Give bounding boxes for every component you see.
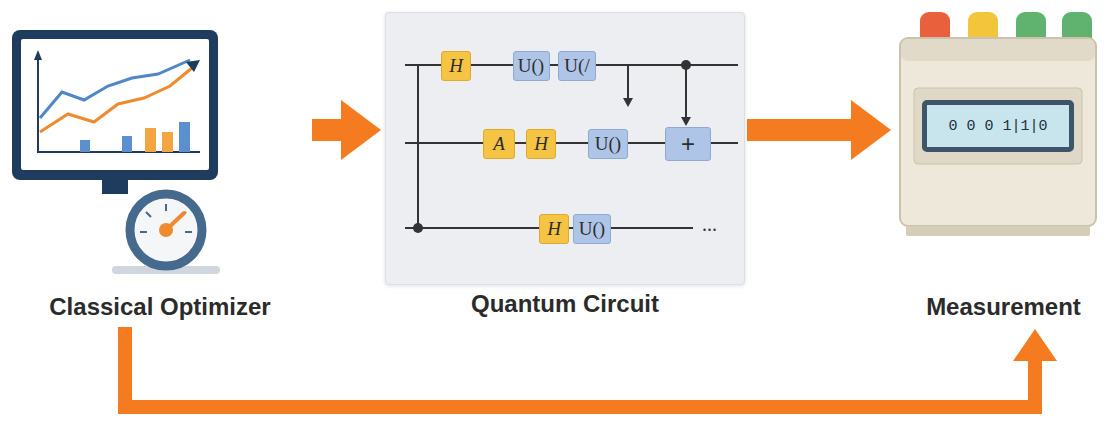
unitary-gate: U(/ — [558, 51, 596, 81]
gauge-icon — [112, 194, 220, 274]
meter-top-strip — [901, 39, 1095, 61]
arrow-shaft — [747, 119, 851, 141]
axis-arrow — [34, 50, 42, 60]
gate-label: A — [493, 134, 505, 155]
trend-arrow — [186, 60, 200, 72]
hadamard-gate: H — [441, 51, 471, 81]
chart-bar — [145, 128, 156, 152]
chart-bar — [179, 122, 190, 152]
gate-label: + — [681, 132, 695, 156]
gate-label: H — [547, 219, 561, 240]
readout-screen: 0 0 0 1|1|0 — [922, 100, 1074, 152]
continuation-dots: ... — [702, 214, 717, 234]
control-line — [685, 65, 687, 119]
flow-arrow — [312, 100, 381, 160]
readout-value: 0 0 0 1|1|0 — [948, 118, 1047, 135]
chart-axes — [38, 58, 200, 152]
meter-panel — [914, 88, 1082, 164]
gauge-hub — [159, 223, 173, 237]
monitor-screen — [21, 39, 209, 170]
arrow-shaft — [312, 119, 341, 141]
unitary-gate: U() — [573, 214, 611, 244]
meter-body — [900, 38, 1096, 226]
gauge-dial — [130, 194, 202, 266]
chart-bar — [80, 140, 90, 152]
arrow-head — [851, 100, 891, 160]
flow-arrow — [747, 100, 891, 160]
node-label: Quantum Circuit — [471, 290, 659, 322]
qubit-wire — [405, 142, 738, 144]
gate-label: U() — [579, 219, 605, 240]
monitor-icon — [12, 30, 218, 194]
hadamard-gate: H — [526, 129, 556, 159]
monitor-stand — [102, 178, 128, 194]
gate-label: H — [534, 134, 548, 155]
chart-line — [40, 68, 192, 132]
circuit-panel: HU()U(/AHU()+HU()Quantum Circuit — [385, 12, 745, 285]
chart-bar — [122, 136, 132, 152]
ansatz-gate: A — [483, 129, 515, 159]
node-label: Classical Optimizer — [49, 293, 270, 325]
control-arrow — [623, 98, 633, 107]
hadamard-gate: H — [539, 214, 569, 244]
monitor-frame — [12, 30, 218, 180]
chart-line — [40, 60, 190, 118]
meter-icon — [900, 12, 1096, 236]
arrow-head — [1013, 329, 1057, 361]
control-dot — [681, 60, 691, 70]
gate-label: H — [449, 56, 463, 77]
circuit-wires — [405, 65, 738, 228]
node-label: Measurement — [926, 293, 1081, 325]
gate-label: U() — [518, 56, 544, 77]
control-arrow — [681, 117, 691, 126]
arrow-shaft — [125, 327, 1035, 407]
arrow-head — [341, 100, 381, 160]
unitary-gate: U() — [588, 129, 628, 159]
flow-arrow — [125, 327, 1057, 407]
chart-bar — [162, 132, 173, 152]
control-dot — [413, 223, 423, 233]
gate-label: U() — [595, 134, 621, 155]
control-line — [417, 65, 419, 228]
gate-label: U(/ — [564, 56, 589, 77]
qubit-wire — [405, 227, 693, 229]
unitary-gate: U() — [513, 51, 550, 81]
meter-foot — [906, 226, 1090, 236]
control-line — [627, 65, 629, 100]
cnot-gate: + — [665, 127, 711, 161]
